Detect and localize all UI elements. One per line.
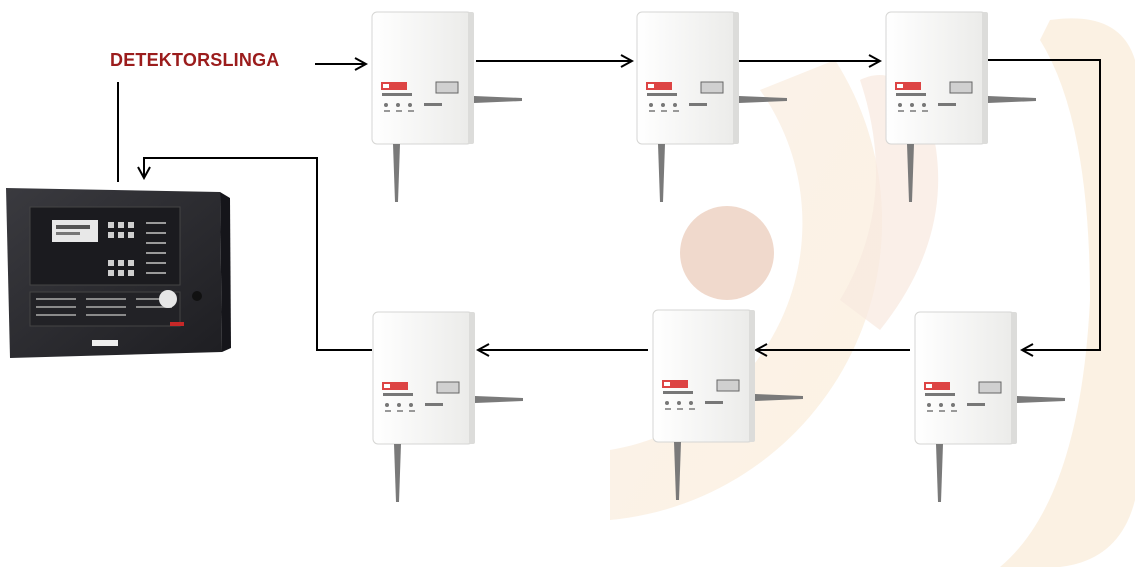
device-6 xyxy=(372,311,524,503)
arrow-device-3-to-device-4 xyxy=(985,59,1101,350)
device-3 xyxy=(885,11,1037,203)
detector-loop-label: DETEKTORSLINGA xyxy=(110,50,280,70)
fire-alarm-control-panel-icon xyxy=(6,188,231,358)
wireless-translator-module-icon xyxy=(371,11,523,203)
device-2 xyxy=(636,11,788,203)
device-4 xyxy=(914,311,1066,503)
device-1 xyxy=(371,11,523,203)
wireless-translator-module-icon xyxy=(636,11,788,203)
wireless-translator-module-icon xyxy=(885,11,1037,203)
wireless-translator-module-icon xyxy=(372,311,524,503)
loop-wiring xyxy=(117,59,1101,351)
wireless-translator-module-icon xyxy=(914,311,1066,503)
arrow-device-6-to-panel xyxy=(144,157,372,351)
